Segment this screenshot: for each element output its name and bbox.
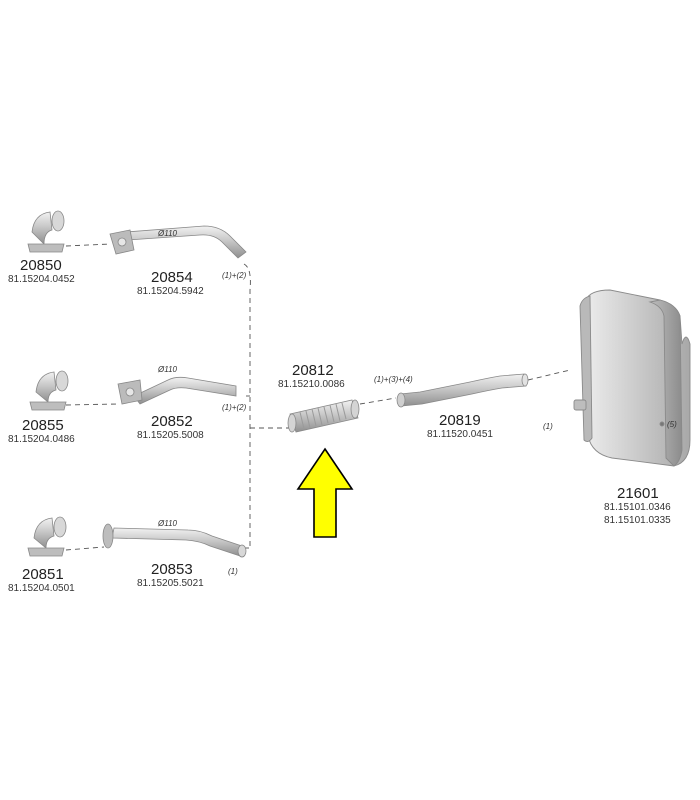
- muffler-21601-icon: [573, 289, 691, 467]
- part-number-20853: 20853: [151, 561, 193, 578]
- part-number-20854: 20854: [151, 269, 193, 286]
- note-right-20819: (1): [543, 422, 553, 431]
- part-code-21601-b: 81.15101.0335: [604, 515, 671, 526]
- note-20853: (1): [228, 567, 238, 576]
- part-code-20855: 81.15204.0486: [8, 434, 75, 445]
- diameter-label-20853: Ø110: [158, 519, 177, 528]
- part-number-20855: 20855: [22, 417, 64, 434]
- note-21601: (5): [667, 420, 677, 429]
- note-top-20819: (1)+(3)+(4): [374, 375, 413, 384]
- diameter-label-20852: Ø110: [158, 365, 177, 374]
- leader-lines: [65, 243, 571, 551]
- pipe-20819-icon: [396, 373, 529, 408]
- note-20852: (1)+(2): [222, 403, 247, 412]
- up-arrow-icon: [296, 447, 354, 538]
- pipe-20852-icon: [117, 376, 237, 405]
- part-code-20852: 81.15205.5008: [137, 430, 204, 441]
- flex-pipe-20812-icon: [287, 399, 360, 433]
- part-number-20852: 20852: [151, 413, 193, 430]
- part-number-20850: 20850: [20, 257, 62, 274]
- part-number-20819: 20819: [439, 412, 481, 429]
- pipe-20853-icon: [102, 523, 247, 558]
- note-20854: (1)+(2): [222, 271, 247, 280]
- part-code-20851: 81.15204.0501: [8, 583, 75, 594]
- pipe-20854-icon: [109, 225, 247, 259]
- part-number-20812: 20812: [292, 362, 334, 379]
- part-code-20819: 81.11520.0451: [427, 429, 493, 440]
- elbow-20855-icon: [29, 370, 69, 411]
- part-code-20854: 81.15204.5942: [137, 286, 204, 297]
- elbow-20850-icon: [27, 210, 65, 253]
- part-code-20812: 81.15210.0086: [278, 379, 345, 390]
- part-number-20851: 20851: [22, 566, 64, 583]
- part-number-21601: 21601: [617, 485, 659, 502]
- part-code-20853: 81.15205.5021: [137, 578, 204, 589]
- part-code-21601-a: 81.15101.0346: [604, 502, 671, 513]
- part-code-20850: 81.15204.0452: [8, 274, 75, 285]
- elbow-20851-icon: [27, 516, 67, 557]
- diameter-label-20854: Ø110: [158, 229, 177, 238]
